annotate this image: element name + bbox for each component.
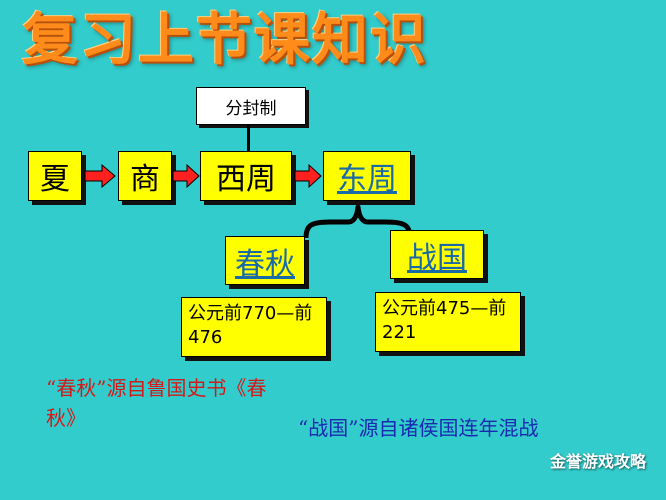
dynasty-box-dongzhou[interactable]: 东周 <box>323 151 411 201</box>
arrow-icon <box>172 164 200 188</box>
dynasty-label-xia: 夏 <box>40 162 70 197</box>
watermark-text: 金誉游戏攻略 <box>549 452 646 471</box>
note-zhanguo: “战国”源自诸侯国连年混战 <box>298 416 539 440</box>
brace-icon <box>303 204 413 239</box>
dynasty-box-xia: 夏 <box>28 151 82 201</box>
dynasty-box-xizhou: 西周 <box>200 151 292 201</box>
period-box-chunqiu[interactable]: 春秋 <box>225 236 305 285</box>
period-link-zhanguo[interactable]: 战国 <box>407 240 467 276</box>
note-chunqiu: “春秋”源自鲁国史书《春秋》 <box>46 376 267 430</box>
date-box-chunqiu: 公元前770—前476 <box>181 297 327 357</box>
date-box-zhanguo: 公元前475—前221 <box>375 292 521 352</box>
dynasty-link-dongzhou[interactable]: 东周 <box>337 162 397 197</box>
dynasty-box-shang: 商 <box>118 151 172 201</box>
fenfeng-label-box: 分封制 <box>196 87 306 125</box>
date-text-zhanguo: 公元前475—前221 <box>382 298 507 343</box>
dynasty-label-shang: 商 <box>130 162 160 197</box>
arrow-icon <box>294 164 322 188</box>
fenfeng-label: 分封制 <box>225 98 277 119</box>
date-text-chunqiu: 公元前770—前476 <box>188 303 313 348</box>
period-box-zhanguo[interactable]: 战国 <box>390 230 484 279</box>
slide-title: 复习上节课知识 <box>22 8 428 73</box>
dynasty-label-xizhou: 西周 <box>216 162 276 197</box>
arrow-icon <box>84 164 116 188</box>
connector-line <box>247 124 250 152</box>
period-link-chunqiu[interactable]: 春秋 <box>235 246 295 282</box>
